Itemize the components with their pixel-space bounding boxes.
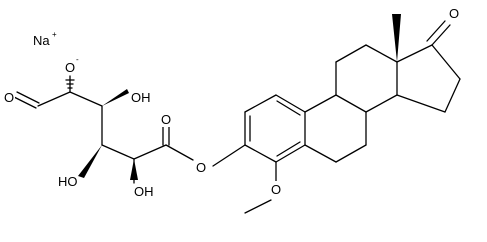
bond-c1-ester-o — [165, 144, 194, 161]
ring-c-bond-2 — [335, 44, 367, 63]
sodium-charge: + — [52, 30, 57, 39]
atom-labels: Na + O - O OH HO OH O O O O — [3, 5, 460, 199]
stereo-wedges — [65, 14, 401, 180]
ring-a-bond-5-inner — [276, 141, 301, 157]
sodium-label: Na — [33, 33, 50, 48]
c4-oh-label: OH — [131, 90, 151, 105]
ketone-bond-b — [426, 20, 446, 42]
oxide-o-label: O — [65, 60, 75, 75]
oxide-group: O - — [63, 55, 79, 75]
ring-b-bond-5 — [304, 94, 337, 113]
aldehyde-double-bond-b — [16, 91, 40, 104]
ketone-o-label: O — [449, 6, 459, 21]
ketone-bond-a — [431, 24, 451, 46]
ester-carbonyl-o-label: O — [161, 112, 171, 127]
c3-ho-label: HO — [58, 174, 78, 189]
ring-a-bond-5 — [275, 144, 306, 163]
ring-d-bond-2 — [431, 44, 461, 80]
bond-lines — [13, 20, 461, 214]
aldehyde-o-label: O — [4, 90, 14, 105]
ring-d-bond-4 — [396, 94, 446, 113]
ring-d-bond-3 — [444, 78, 461, 113]
sodium-cation: Na + — [33, 30, 57, 48]
c5-oxide-hash — [65, 79, 75, 89]
ring-a-bond-6 — [244, 144, 277, 163]
methoxy-o-label: O — [271, 182, 281, 197]
ester-o-label: O — [196, 160, 206, 175]
oxide-charge: - — [76, 55, 79, 64]
ring-b-bond-1 — [304, 144, 337, 163]
bond-cho-c5 — [37, 91, 71, 107]
bond-c2-c1 — [133, 144, 167, 160]
ring-a-bond-3-inner — [276, 100, 301, 116]
c2-oh-wedge — [130, 159, 138, 180]
bond-methoxy-methyl — [244, 199, 272, 214]
bond-c5-c4 — [69, 91, 103, 107]
aldehyde-double-bond-a — [13, 96, 37, 109]
ring-b-bond-4 — [335, 94, 367, 113]
bond-c3-c2 — [101, 144, 135, 160]
bond-ester-o-aryl — [212, 144, 246, 167]
c2-oh-label: OH — [134, 184, 154, 199]
ring-c-bond-5 — [365, 94, 398, 113]
c4-oh-wedge — [102, 89, 129, 106]
c3-oh-wedge — [78, 145, 102, 178]
ring-a-bond-2 — [244, 94, 277, 113]
ring-b-bond-2 — [335, 144, 367, 163]
ring-c-bond-3 — [365, 44, 398, 63]
methyl-wedge — [392, 14, 401, 62]
ring-d-bond-1 — [396, 44, 433, 63]
ring-a-bond-3 — [275, 94, 306, 113]
